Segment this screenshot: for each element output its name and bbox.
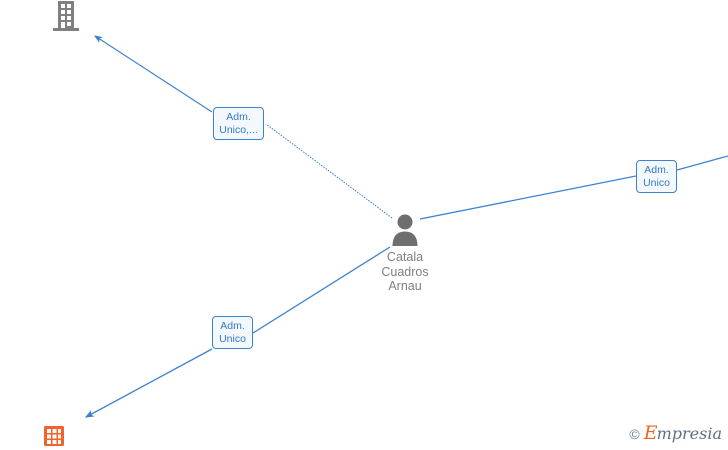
watermark: © Empresia xyxy=(629,424,722,444)
node-company-bottom-left[interactable] xyxy=(0,425,114,450)
edge-rel-right-to-offscreen xyxy=(676,155,728,171)
node-person-center[interactable]: Catala Cuadros Arnau xyxy=(345,213,465,294)
relation-label-bottom-left[interactable]: Adm. Unico xyxy=(212,316,253,349)
edge-rel-top-left-to-company xyxy=(93,35,213,113)
relation-label-right[interactable]: Adm. Unico xyxy=(636,160,677,193)
edge-center-to-rel-right xyxy=(419,175,637,220)
node-label: Catala Cuadros Arnau xyxy=(381,250,429,293)
edge-center-to-rel-top-left xyxy=(265,123,393,219)
edge-center-to-rel-bottom-left xyxy=(252,246,391,334)
node-company-top-left[interactable] xyxy=(6,0,126,37)
relation-label-top-left[interactable]: Adm. Unico,... xyxy=(213,107,264,140)
copyright-icon: © xyxy=(629,426,640,442)
brand-rest: mpresia xyxy=(656,424,722,443)
edge-rel-bottom-left-to-company xyxy=(84,348,213,418)
building-icon xyxy=(49,0,83,34)
person-icon xyxy=(390,213,420,247)
brand-initial: E xyxy=(643,422,658,444)
building-orange-icon xyxy=(43,425,65,447)
brand-name: Empresia xyxy=(644,424,722,444)
